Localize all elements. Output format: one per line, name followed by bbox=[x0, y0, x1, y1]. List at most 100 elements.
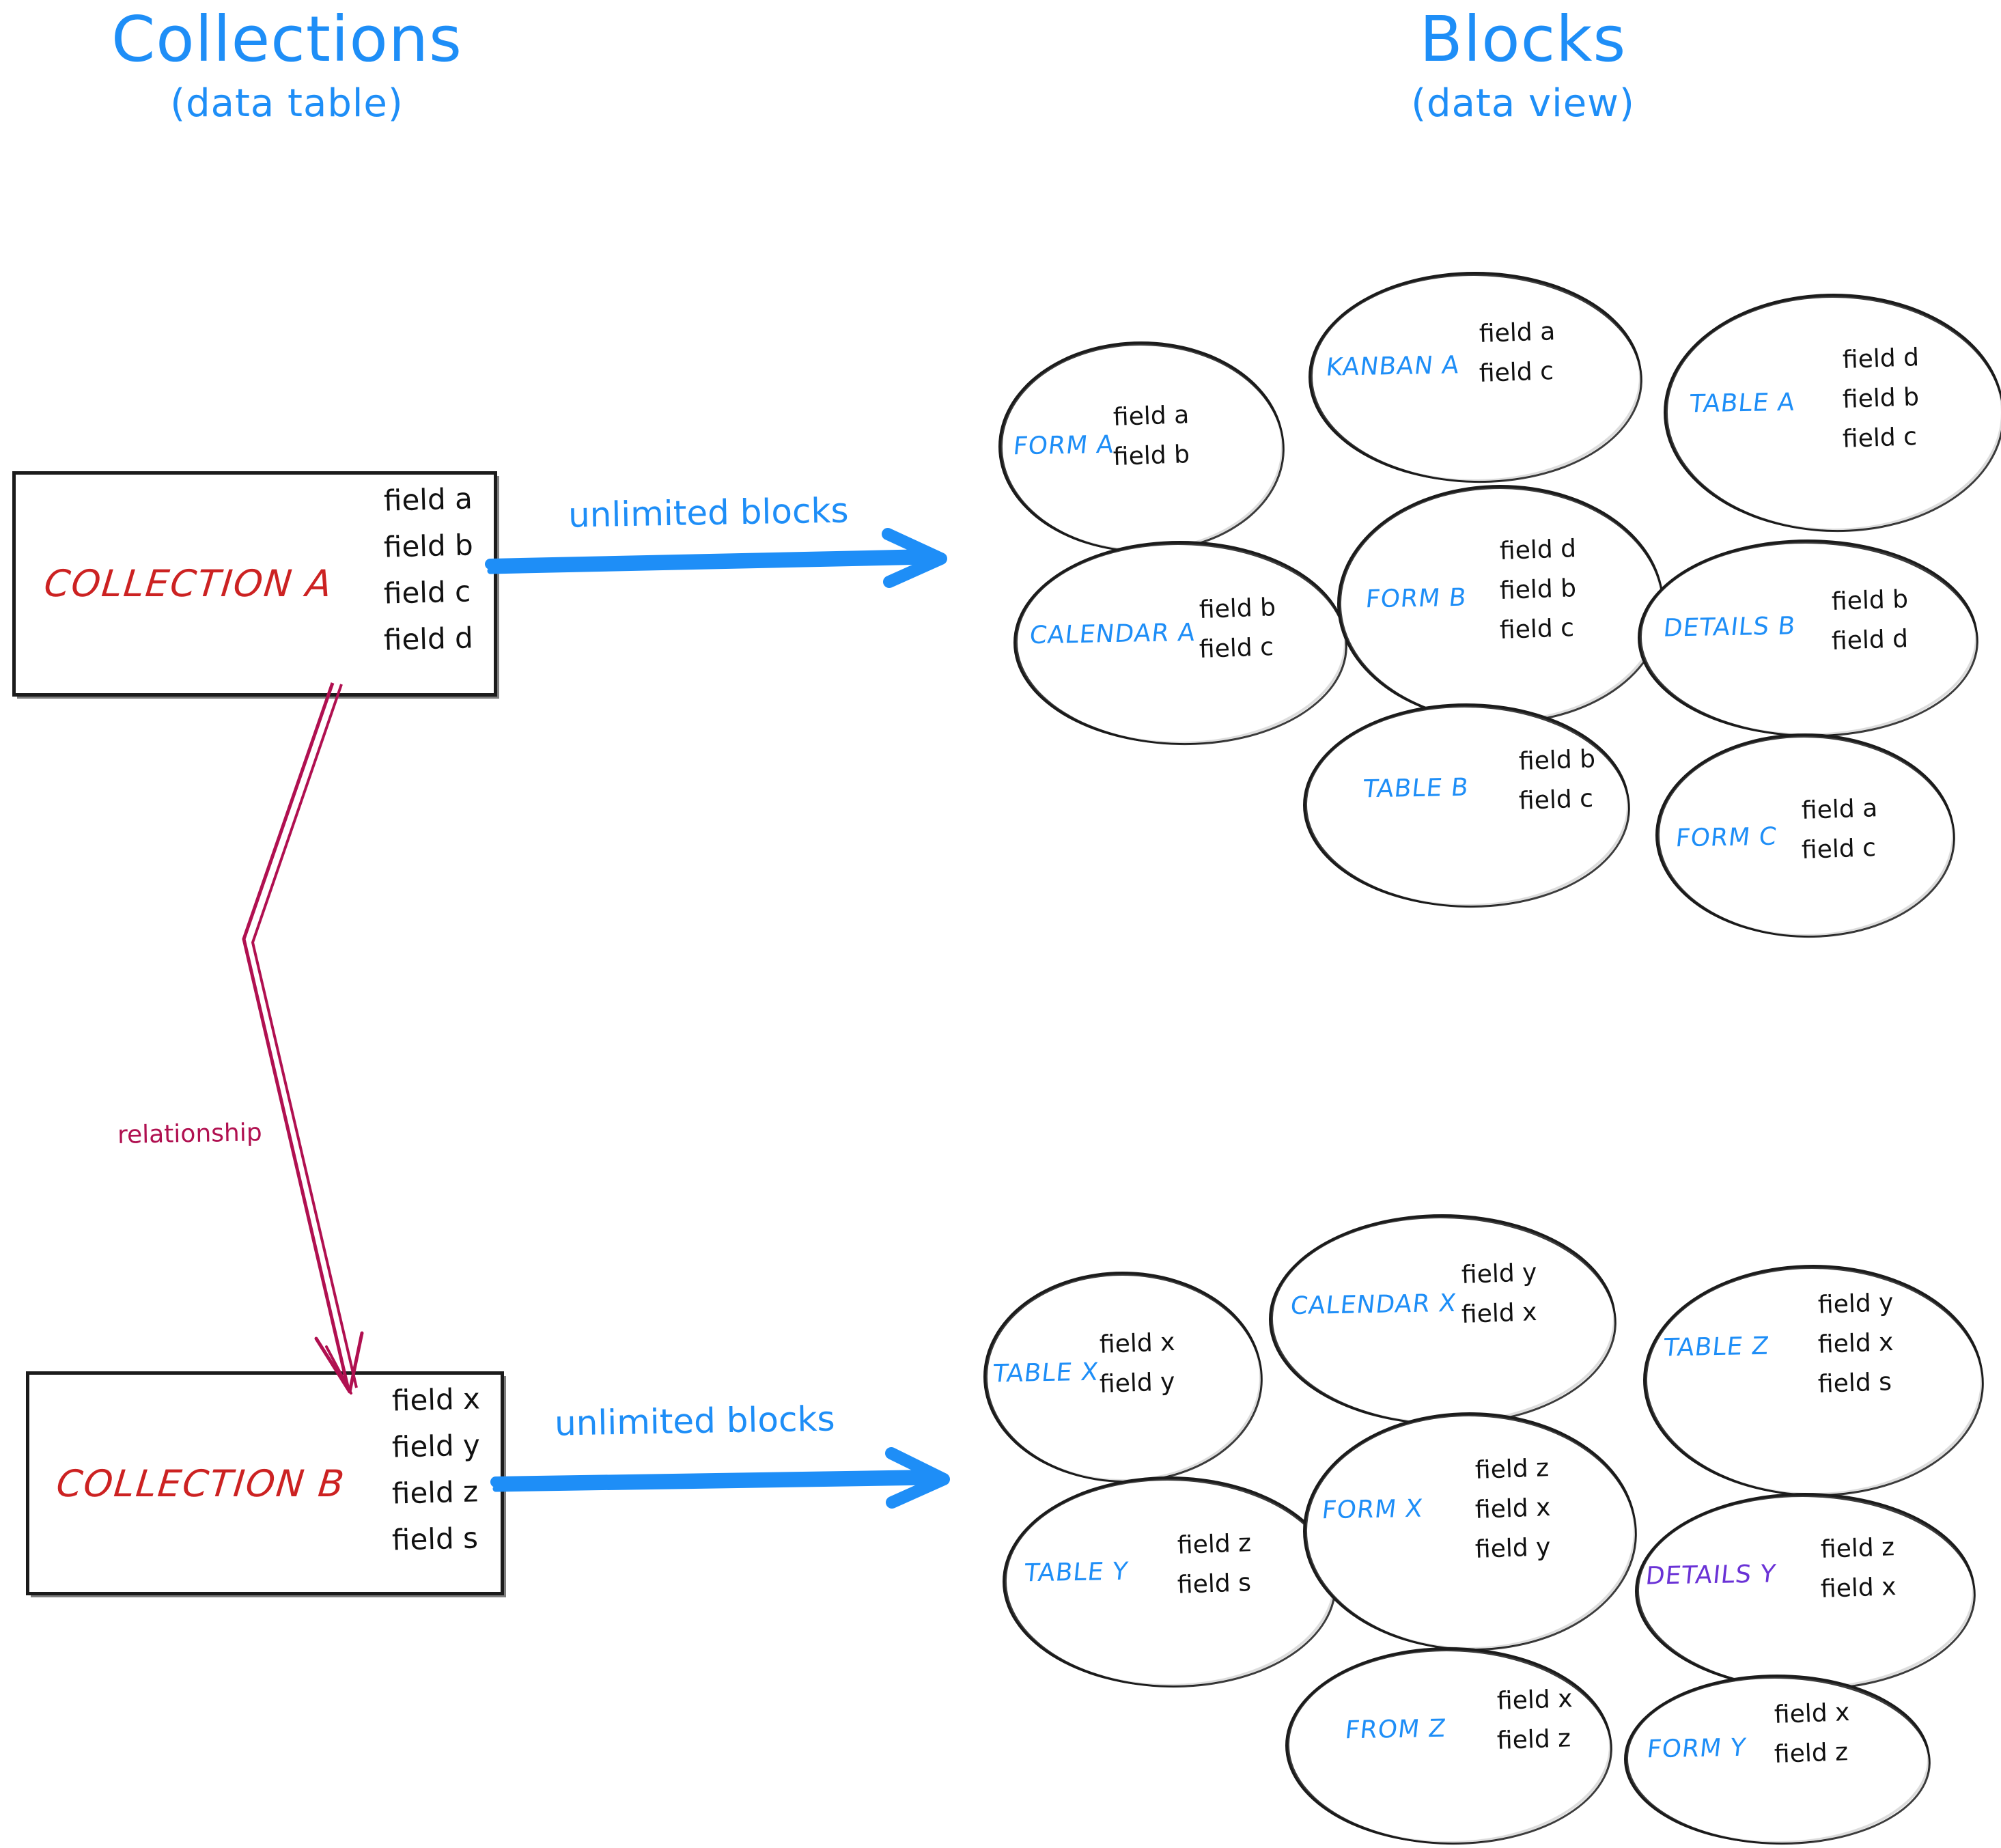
block-table-z[interactable]: TABLE Z field y field x field s bbox=[1642, 1263, 1987, 1500]
block-field: field x bbox=[1496, 1685, 1573, 1716]
block-name: FORM Y bbox=[1645, 1733, 1748, 1764]
block-details-b[interactable]: DETAILS B field b field d bbox=[1638, 538, 1981, 740]
relationship-label: relationship bbox=[117, 1119, 262, 1149]
collection-a-field: field d bbox=[383, 621, 474, 657]
block-field: field a bbox=[1113, 401, 1190, 432]
block-form-y[interactable]: FORM Y field x field z bbox=[1624, 1673, 1933, 1848]
collection-b-field: field s bbox=[391, 1521, 479, 1557]
block-field: field c bbox=[1199, 633, 1274, 664]
unlimited-blocks-arrow-bottom bbox=[490, 1447, 950, 1509]
block-form-c[interactable]: FORM C field a field c bbox=[1655, 732, 1957, 941]
block-field-list: field a field c bbox=[1801, 794, 1878, 877]
blocks-subtitle: (data view) bbox=[1411, 81, 1635, 126]
block-field-list: field d field b field c bbox=[1499, 535, 1577, 657]
block-field-list: field a field b bbox=[1113, 401, 1190, 484]
collection-b-field: field y bbox=[391, 1428, 481, 1464]
block-name: FORM C bbox=[1674, 822, 1779, 853]
block-field-list: field y field x field s bbox=[1817, 1289, 1894, 1411]
block-field: field b bbox=[1113, 440, 1190, 471]
block-field: field z bbox=[1474, 1454, 1550, 1485]
block-name: TABLE B bbox=[1361, 773, 1470, 804]
block-field: field y bbox=[1817, 1289, 1894, 1319]
collection-a-field: field a bbox=[383, 481, 473, 518]
block-field: field x bbox=[1474, 1494, 1552, 1524]
block-name: KANBAN A bbox=[1324, 351, 1461, 382]
block-field-list: field x field z bbox=[1496, 1685, 1573, 1767]
block-field: field z bbox=[1774, 1738, 1849, 1769]
block-field: field z bbox=[1177, 1529, 1252, 1560]
block-field: field c bbox=[1499, 614, 1575, 645]
collection-a-name: COLLECTION A bbox=[42, 562, 335, 605]
block-field: field c bbox=[1479, 357, 1554, 388]
collection-a-field: field c bbox=[383, 574, 472, 611]
collections-title: Collections bbox=[111, 3, 462, 76]
block-field: field x bbox=[1820, 1573, 1897, 1604]
collection-a-field-list: field a field b field c field d bbox=[383, 481, 474, 671]
block-field: field c bbox=[1801, 834, 1877, 865]
block-name: TABLE X bbox=[991, 1358, 1100, 1388]
block-details-y[interactable]: DETAILS Y field z field x bbox=[1635, 1492, 1978, 1694]
block-name: FORM A bbox=[1011, 430, 1116, 461]
block-field: field z bbox=[1496, 1724, 1571, 1755]
block-from-z[interactable]: FROM Z field x field z bbox=[1285, 1646, 1614, 1848]
block-field: field s bbox=[1817, 1368, 1892, 1399]
block-field: field s bbox=[1177, 1569, 1252, 1599]
block-field: field x bbox=[1774, 1698, 1851, 1729]
collections-heading: Collections (data table) bbox=[48, 3, 526, 128]
block-field: field x bbox=[1099, 1328, 1176, 1359]
block-name: TABLE Y bbox=[1022, 1557, 1130, 1588]
block-form-b[interactable]: FORM B field d field b field c bbox=[1337, 484, 1667, 727]
block-form-x[interactable]: FORM X field z field x field y bbox=[1302, 1411, 1640, 1654]
collection-a-field: field b bbox=[383, 528, 474, 564]
block-name: DETAILS Y bbox=[1644, 1560, 1778, 1591]
block-name: TABLE Z bbox=[1662, 1332, 1771, 1362]
block-table-x[interactable]: TABLE X field x field y bbox=[983, 1271, 1265, 1485]
collection-b-field-list: field x field y field z field s bbox=[391, 1382, 481, 1571]
block-field: field b bbox=[1499, 574, 1577, 605]
collection-b-field: field z bbox=[391, 1474, 479, 1511]
collection-b-box[interactable]: COLLECTION B field x field y field z fie… bbox=[26, 1371, 504, 1595]
block-name: FORM X bbox=[1320, 1494, 1425, 1525]
collection-a-box[interactable]: COLLECTION A field a field b field c fie… bbox=[12, 471, 497, 697]
block-field-list: field x field z bbox=[1774, 1698, 1851, 1781]
collection-b-field: field x bbox=[391, 1382, 481, 1418]
unlimited-blocks-label-bottom: unlimited blocks bbox=[554, 1399, 835, 1444]
block-name: TABLE A bbox=[1688, 388, 1797, 419]
block-field-list: field d field b field c bbox=[1842, 344, 1920, 466]
block-field-list: field z field s bbox=[1177, 1529, 1252, 1612]
block-field: field b bbox=[1831, 585, 1909, 616]
block-field-list: field b field d bbox=[1831, 585, 1909, 668]
block-field: field b bbox=[1199, 593, 1276, 624]
block-field-list: field z field x field y bbox=[1474, 1454, 1552, 1576]
block-field-list: field z field x bbox=[1820, 1533, 1897, 1616]
block-field-list: field a field c bbox=[1479, 318, 1556, 400]
block-field: field a bbox=[1801, 794, 1878, 825]
block-field: field z bbox=[1820, 1533, 1895, 1564]
relationship-connector bbox=[242, 682, 364, 1395]
block-field: field y bbox=[1099, 1368, 1176, 1399]
block-field: field c bbox=[1518, 785, 1594, 815]
unlimited-blocks-arrow-top bbox=[485, 528, 947, 588]
block-field: field b bbox=[1518, 745, 1596, 776]
block-field: field y bbox=[1474, 1533, 1552, 1564]
block-name: CALENDAR A bbox=[1028, 618, 1197, 650]
block-table-y[interactable]: TABLE Y field z field s bbox=[1003, 1475, 1339, 1691]
block-calendar-x[interactable]: CALENDAR X field y field x bbox=[1269, 1213, 1619, 1429]
unlimited-blocks-label-top: unlimited blocks bbox=[568, 490, 849, 535]
collections-subtitle: (data table) bbox=[170, 81, 404, 126]
collection-b-name: COLLECTION B bbox=[54, 1462, 348, 1505]
block-field-list: field x field y bbox=[1099, 1328, 1176, 1411]
block-name: FROM Z bbox=[1343, 1714, 1448, 1745]
block-field-list: field b field c bbox=[1199, 593, 1276, 676]
blocks-title: Blocks bbox=[1419, 3, 1627, 76]
block-table-b[interactable]: TABLE B field b field c bbox=[1303, 702, 1632, 911]
block-name: CALENDAR X bbox=[1289, 1289, 1458, 1321]
block-calendar-a[interactable]: CALENDAR A field b field c bbox=[1013, 540, 1349, 748]
block-kanban-a[interactable]: KANBAN A field a field c bbox=[1309, 270, 1645, 486]
block-field-list: field b field c bbox=[1518, 745, 1596, 828]
block-form-a[interactable]: FORM A field a field b bbox=[998, 341, 1287, 556]
block-field: field d bbox=[1842, 344, 1920, 374]
block-table-a[interactable]: TABLE A field d field b field c bbox=[1663, 292, 2001, 535]
block-field: field y bbox=[1461, 1259, 1538, 1289]
